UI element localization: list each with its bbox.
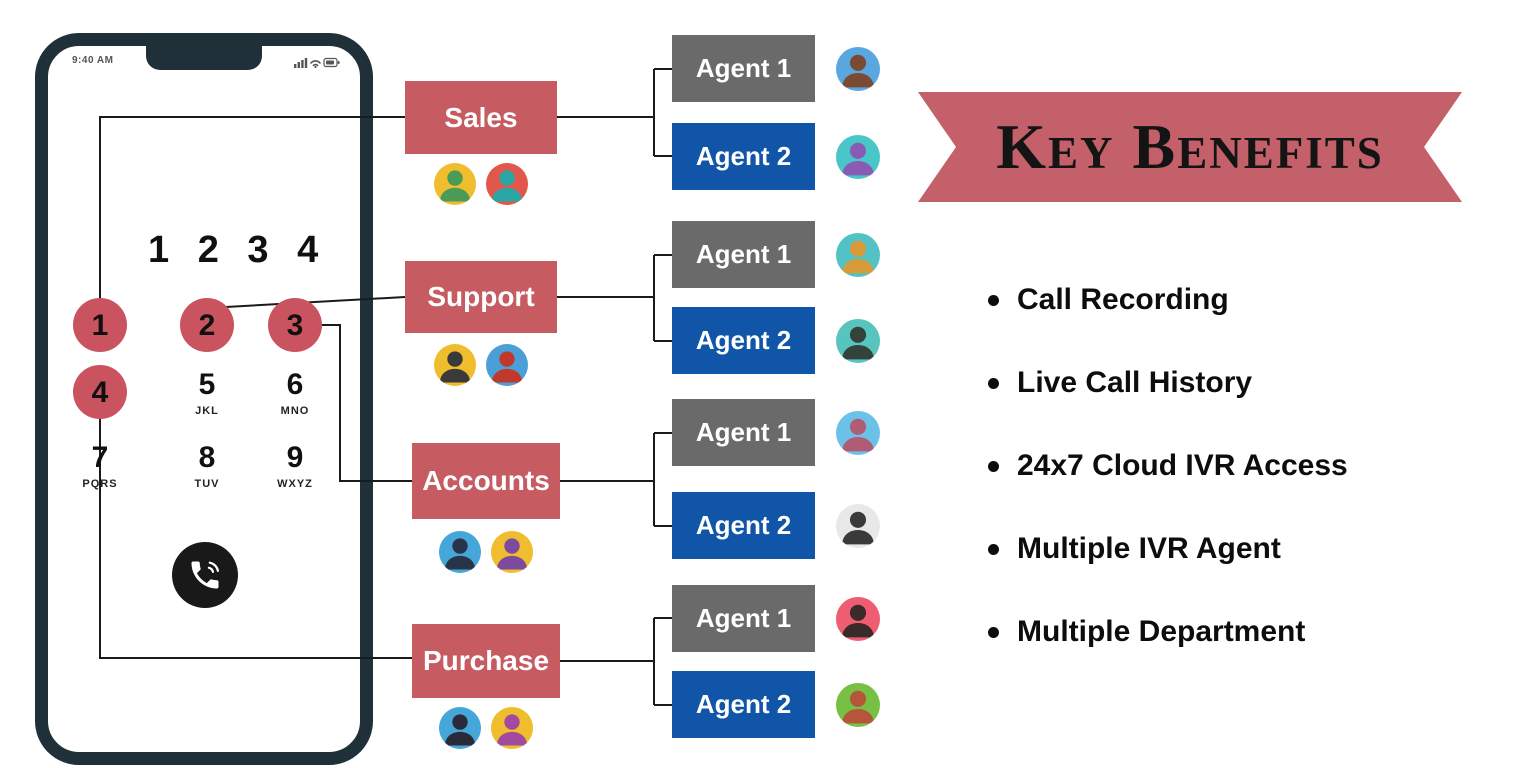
agent-avatar: [836, 597, 880, 641]
agent-label: Agent 2: [695, 510, 792, 540]
key-digit: 5: [198, 368, 216, 401]
key-digit: 6: [286, 368, 304, 401]
status-time: 9:40 AM: [72, 55, 114, 66]
key-digit: 1: [91, 308, 109, 342]
key-digit: 4: [91, 375, 109, 409]
key-digit: 8: [198, 441, 216, 474]
wifi-icon: [310, 60, 321, 67]
agent-box: Agent 2: [672, 492, 815, 559]
support-team-avatars: [405, 344, 557, 386]
agent-avatar: [836, 233, 880, 277]
agent-avatar: [836, 47, 880, 91]
key-letters: MNO: [280, 405, 310, 417]
key-letters: WXYZ: [277, 478, 313, 490]
key-digit: 3: [286, 308, 304, 342]
dept-box-accounts: Accounts: [412, 443, 560, 519]
benefits-list: Call Recording Live Call History 24x7 Cl…: [988, 282, 1348, 697]
benefit-text: Live Call History: [1017, 366, 1253, 399]
key-benefits-banner: Key Benefits: [918, 92, 1462, 202]
agent-box: Agent 1: [672, 585, 815, 652]
person-avatar: [439, 707, 481, 749]
agent-label: Agent 1: [695, 417, 792, 447]
bullet-icon: [988, 294, 999, 306]
dept-label: Support: [427, 281, 535, 312]
dialpad-key-9[interactable]: 9 WXYZ: [266, 441, 324, 490]
agent-label: Agent 2: [695, 689, 792, 719]
dept-box-sales: Sales: [405, 81, 557, 154]
dialpad-key-1[interactable]: 1: [73, 298, 127, 352]
dialpad-key-8[interactable]: 8 TUV: [178, 441, 236, 490]
dept-box-purchase: Purchase: [412, 624, 560, 698]
agent-avatar: [836, 683, 880, 727]
agent-box: Agent 1: [672, 221, 815, 288]
key-letters: JKL: [195, 405, 219, 417]
dialpad-key-2[interactable]: 2: [180, 298, 234, 352]
benefit-text: Multiple Department: [1017, 615, 1306, 648]
agent-label: Agent 1: [695, 603, 792, 633]
dept-label: Accounts: [422, 465, 550, 496]
person-avatar: [434, 163, 476, 205]
benefit-item: Multiple Department: [988, 614, 1348, 650]
bullet-icon: [988, 543, 999, 555]
person-avatar: [439, 531, 481, 573]
call-button[interactable]: [172, 542, 238, 608]
phone-icon: [191, 561, 220, 589]
sales-team-avatars: [405, 163, 557, 205]
benefit-item: Call Recording: [988, 282, 1348, 318]
dialpad-key-3[interactable]: 3: [268, 298, 322, 352]
bullet-icon: [988, 377, 999, 389]
agent-box: Agent 2: [672, 123, 815, 190]
benefit-text: Call Recording: [1017, 283, 1229, 316]
person-avatar: [486, 344, 528, 386]
dialpad-key-7[interactable]: 7 PQRS: [71, 441, 129, 490]
benefit-item: Live Call History: [988, 365, 1348, 401]
dialpad-key-4[interactable]: 4: [73, 365, 127, 419]
bullet-icon: [988, 626, 999, 638]
agent-label: Agent 2: [695, 325, 792, 355]
agent-box: Agent 2: [672, 307, 815, 374]
person-avatar: [491, 531, 533, 573]
agent-avatar: [836, 319, 880, 363]
accounts-team-avatars: [410, 531, 562, 573]
key-letters: PQRS: [82, 478, 118, 490]
battery-icon: [323, 57, 340, 68]
key-letters: TUV: [194, 478, 220, 490]
key-digit: 2: [198, 308, 216, 342]
agent-avatar: [836, 504, 880, 548]
agent-avatar: [836, 411, 880, 455]
agent-label: Agent 1: [695, 239, 792, 269]
status-icons: [294, 55, 340, 73]
bullet-icon: [988, 460, 999, 472]
dialpad-key-6[interactable]: 6 MNO: [266, 368, 324, 417]
purchase-team-avatars: [410, 707, 562, 749]
agent-label: Agent 2: [695, 141, 792, 171]
agent-avatar: [836, 135, 880, 179]
dialpad-key-5[interactable]: 5 JKL: [178, 368, 236, 417]
dialed-digits-display: 1 2 3 4: [148, 229, 328, 271]
agent-box: Agent 2: [672, 671, 815, 738]
dept-box-support: Support: [405, 261, 557, 333]
agent-box: Agent 1: [672, 399, 815, 466]
benefit-item: 24x7 Cloud IVR Access: [988, 448, 1348, 484]
benefit-text: Multiple IVR Agent: [1017, 532, 1281, 565]
phone-notch: [146, 45, 262, 70]
person-avatar: [434, 344, 476, 386]
benefit-text: 24x7 Cloud IVR Access: [1017, 449, 1348, 482]
person-avatar: [491, 707, 533, 749]
person-avatar: [486, 163, 528, 205]
banner-title: Key Benefits: [996, 111, 1384, 182]
agent-label: Agent 1: [695, 53, 792, 83]
dept-label: Sales: [444, 101, 518, 133]
key-digit: 9: [286, 441, 304, 474]
agent-box: Agent 1: [672, 35, 815, 102]
key-digit: 7: [91, 441, 109, 474]
dept-label: Purchase: [422, 645, 550, 676]
benefit-item: Multiple IVR Agent: [988, 531, 1348, 567]
cellular-signal-icon: [294, 58, 308, 68]
